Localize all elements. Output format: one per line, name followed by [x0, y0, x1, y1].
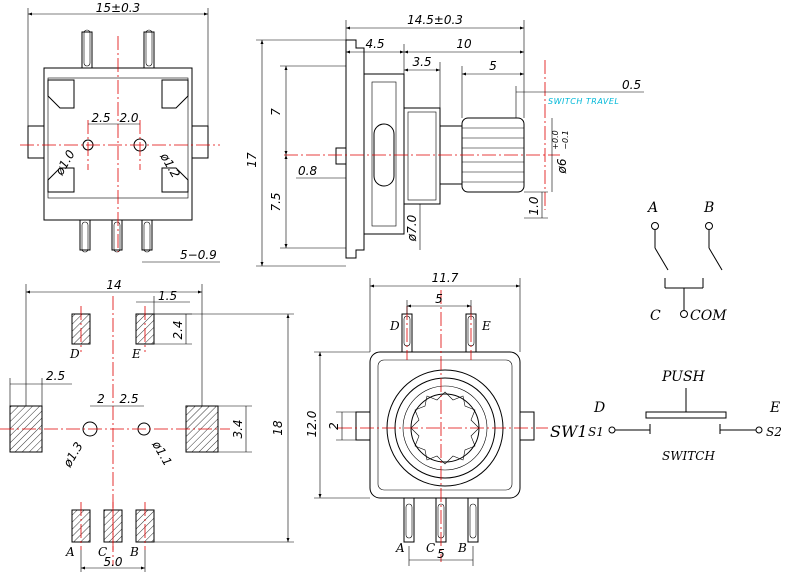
switch-label-E: E	[769, 400, 780, 416]
pcb-width-14: 14	[106, 278, 121, 292]
top-pin-gap: 5−0.9	[180, 248, 217, 262]
pcb-pitch-5-0: 5.0	[103, 555, 122, 569]
pcb-pad-1-5: 1.5	[158, 289, 177, 303]
front-bottom-5: 5	[437, 547, 445, 561]
side-h-17: 17	[245, 152, 259, 168]
side-d-1-0: 1.0	[527, 196, 541, 215]
side-d-0-8: 0.8	[298, 164, 317, 178]
switch-label-D: D	[593, 400, 605, 416]
pcb-pin-E: E	[131, 347, 141, 361]
enc-label-A: A	[646, 200, 658, 216]
pcb-sp-2-5: 2.5	[119, 392, 138, 406]
side-d-3-5: 3.5	[412, 55, 431, 69]
switch-label-sw1: SW1	[550, 422, 588, 441]
front-pin-D: D	[389, 319, 400, 333]
top-hole-right: ø1.2	[157, 150, 183, 181]
pcb-sp-2: 2	[97, 392, 105, 406]
top-view: 15±0.3 2.5 2.0 ø1.0 ø1.2 5−0.9	[20, 1, 220, 263]
front-pin-A: A	[395, 541, 405, 555]
front-pin-E: E	[481, 319, 491, 333]
pcb-pin-B: B	[129, 545, 139, 559]
pcb-pad-2-4: 2.4	[171, 320, 185, 339]
front-pin-C: C	[426, 541, 435, 555]
pcb-side-2-5: 2.5	[46, 369, 65, 383]
side-view: 14.5±0.3 4.5 10 3.5 5 0.5 SWITCH TRAVEL …	[245, 13, 644, 267]
switch-schematic: PUSH D E SW1 S1 S2 SWITCH	[550, 369, 782, 463]
side-d-4-5: 4.5	[365, 37, 384, 51]
top-width-dim: 15±0.3	[96, 1, 140, 15]
switch-push-label: PUSH	[661, 369, 706, 385]
pcb-pin-D: D	[69, 347, 80, 361]
side-d-5: 5	[489, 59, 497, 73]
front-pin-B: B	[457, 541, 467, 555]
switch-label-s1: S1	[588, 425, 604, 439]
side-knurl-tol-lower: −0.1	[561, 130, 570, 149]
side-total-length: 14.5±0.3	[407, 13, 463, 27]
top-spacing-right: 2.0	[119, 111, 138, 125]
front-top-5: 5	[435, 292, 443, 306]
front-width-11-7: 11.7	[432, 271, 459, 285]
side-d-0-5: 0.5	[622, 78, 641, 92]
side-knurl-tol-upper: +0.0	[551, 130, 560, 149]
front-view: 11.7 5 12.0 2 5 D E A C B	[305, 271, 548, 566]
front-height-12-0: 12.0	[305, 410, 319, 437]
switch-caption: SWITCH	[662, 449, 715, 463]
pcb-pin-A: A	[65, 545, 75, 559]
top-spacing-left: 2.5	[91, 111, 110, 125]
enc-label-C: C	[650, 308, 661, 324]
pcb-pin-C: C	[98, 545, 107, 559]
pcb-height-18: 18	[271, 420, 285, 436]
enc-label-B: B	[703, 200, 714, 216]
front-side-2: 2	[327, 422, 341, 430]
side-switch-travel: SWITCH TRAVEL	[548, 97, 619, 106]
encoder-schematic: A B C COM	[646, 200, 727, 324]
side-knurl-dia: ø6	[555, 158, 569, 174]
pcb-hole-1-3: ø1.3	[60, 440, 86, 471]
side-shaft-dia: ø7.0	[405, 214, 419, 242]
pcb-hole-1-1: ø1.1	[149, 438, 175, 469]
side-h-7: 7	[269, 108, 283, 116]
pcb-pad-3-4: 3.4	[231, 419, 245, 438]
side-d-10: 10	[456, 37, 472, 51]
pcb-layout: 14 1.5 2.4 2.5 2 2.5 3.4 18 ø1.3 ø1.1	[0, 278, 294, 572]
side-h-7-5: 7.5	[269, 192, 283, 211]
enc-label-com: COM	[690, 308, 727, 324]
switch-label-s2: S2	[766, 425, 782, 439]
